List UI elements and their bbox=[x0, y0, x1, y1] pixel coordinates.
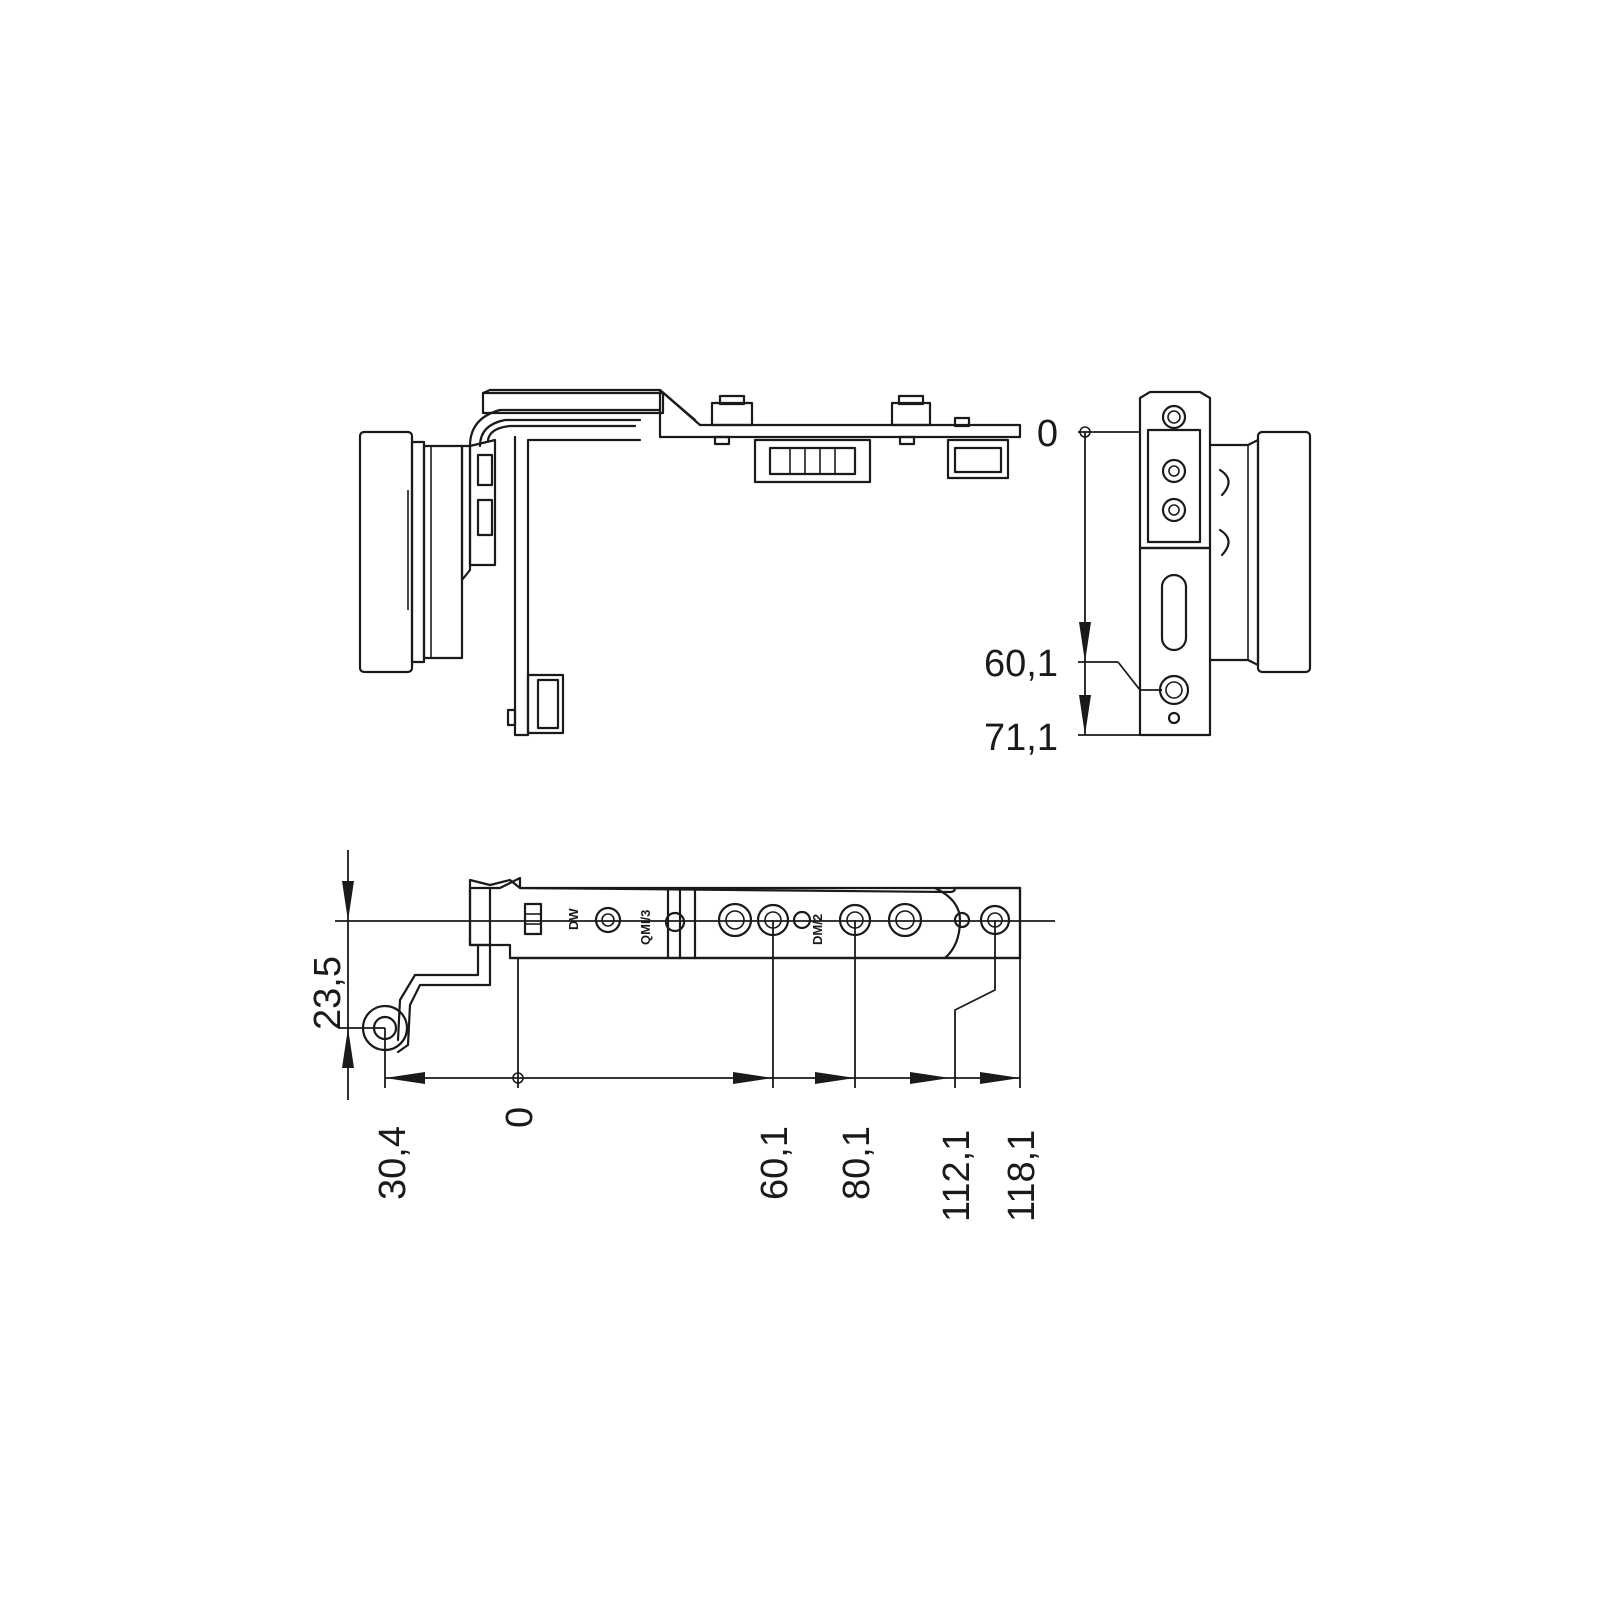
bushing-1 bbox=[717, 902, 753, 938]
top-screw bbox=[1161, 404, 1187, 430]
main-rail bbox=[658, 388, 1022, 439]
crank-arm bbox=[396, 943, 492, 1054]
bolt-right bbox=[890, 401, 932, 427]
side-screw-2 bbox=[1161, 497, 1187, 523]
side-bar bbox=[1138, 546, 1212, 737]
slot-hole bbox=[1160, 573, 1188, 652]
screw-dw bbox=[594, 906, 622, 934]
marking-dm2: DM/2 bbox=[810, 914, 825, 945]
side-screw-1 bbox=[1161, 458, 1187, 484]
side-arrow-1 bbox=[1079, 622, 1091, 662]
right-roller-wheel bbox=[1256, 430, 1312, 674]
dim-112-1: 112,1 bbox=[936, 1130, 978, 1222]
side-dim-60-1: 60,1 bbox=[984, 643, 1058, 685]
side-plate bbox=[1146, 428, 1202, 544]
bottom-view: DW QMI/3 DM/2 23,5 bbox=[307, 850, 1055, 1222]
dim-60-1: 60,1 bbox=[754, 1126, 796, 1200]
side-dim-71-1: 71,1 bbox=[984, 717, 1058, 759]
arm-outer bbox=[468, 408, 662, 448]
height-dim-23-5: 23,5 bbox=[307, 956, 349, 1030]
screw-torx bbox=[887, 902, 923, 938]
marking-qmi3: QMI/3 bbox=[638, 910, 653, 945]
top-view bbox=[358, 388, 1022, 737]
right-block bbox=[946, 438, 1010, 480]
side-arrow-2 bbox=[1079, 695, 1091, 735]
left-bracket bbox=[460, 444, 472, 582]
side-pivot-hole bbox=[1158, 674, 1190, 706]
dim-80-1: 80,1 bbox=[836, 1126, 878, 1200]
marking-dw: DW bbox=[566, 908, 581, 930]
dim-0: 0 bbox=[499, 1107, 541, 1128]
left-roller-rim bbox=[410, 440, 426, 664]
bolt-left bbox=[710, 401, 754, 427]
side-dim-0: 0 bbox=[1037, 413, 1058, 455]
right-roller-hub bbox=[1208, 438, 1260, 667]
dim-118-1: 118,1 bbox=[1001, 1130, 1043, 1222]
left-roller-wheel bbox=[358, 430, 414, 674]
leg-clip bbox=[526, 673, 565, 735]
left-roller-hub bbox=[422, 444, 464, 660]
barcode-mark bbox=[523, 902, 543, 936]
vertical-leg bbox=[513, 435, 642, 737]
center-block bbox=[753, 438, 872, 484]
dim-30-4: 30,4 bbox=[372, 1126, 414, 1200]
top-plate bbox=[481, 391, 665, 415]
side-view: 0 60,1 71,1 bbox=[984, 390, 1312, 759]
